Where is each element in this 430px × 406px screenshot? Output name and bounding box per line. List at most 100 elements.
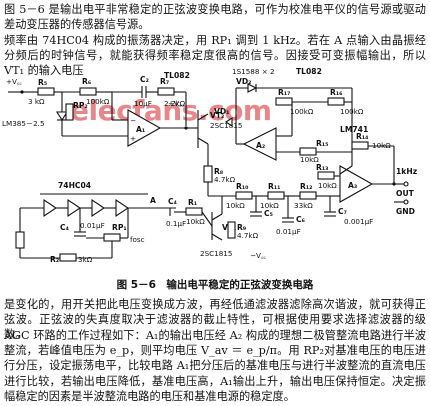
resistor-r1: [185, 207, 203, 216]
label-r15: R₁₅: [316, 139, 329, 148]
label-a1: A₁: [136, 125, 145, 134]
label-r16: R₁₆: [330, 88, 343, 97]
resistor-r8: [203, 165, 213, 183]
label-r14: R₁₄: [356, 132, 369, 141]
resistor-r14: [351, 141, 369, 150]
label-a2: A₂: [256, 141, 265, 150]
inverter-1: [43, 198, 57, 218]
label-r5: R₅: [38, 78, 47, 87]
label-r2: R₂: [50, 255, 59, 264]
resistor-r2: [59, 253, 77, 262]
label-tl082-b: TL082: [296, 67, 322, 76]
label-diode-type: 1S1588 × 2: [232, 67, 275, 76]
label-out: OUT: [396, 189, 415, 198]
label-c4-osc: C₄: [60, 223, 70, 232]
opamp-a3: [339, 165, 374, 203]
label-r2-value: 3kΩ: [78, 255, 93, 264]
label-r10-value: 10kΩ: [226, 201, 245, 210]
label-r3: 3 kΩ: [28, 97, 45, 106]
agc-paragraph: AGC 环路的工作过程如下：A₁的输出电压经 A₂ 构成的理想二极管整流电路进行…: [4, 329, 426, 403]
label-r1-value: 10kΩ: [186, 217, 205, 226]
label-c2: C₂: [140, 75, 149, 84]
label-vcc-mid: +V꜀꜀: [168, 99, 184, 108]
label-c7: C₇: [338, 207, 347, 216]
label-r1: R₁: [188, 198, 197, 207]
label-rp2: RP₂: [73, 101, 88, 110]
label-r12: R₁₂: [300, 182, 313, 191]
label-c5: C₅: [264, 209, 273, 218]
label-r10: R₁₀: [236, 182, 249, 191]
label-vt2-part: 2SC1815: [210, 121, 242, 130]
frequency-paragraph: 频率由 74HC04 构成的振荡器决定，用 RP₁ 调到 1 kHz。若在 A …: [4, 34, 426, 78]
label-r6: R₆: [82, 77, 91, 86]
resistor-r6: [79, 87, 97, 96]
label-c6: C₆: [296, 215, 305, 224]
label-c4: C₄: [168, 197, 178, 206]
inverter-2: [67, 198, 81, 218]
opamp-a1: [127, 109, 162, 147]
resistor-r15: [299, 147, 317, 156]
label-r8-value: 4.7kΩ: [214, 175, 236, 184]
label-vd2: VD₂: [236, 77, 252, 86]
label-r11-value: 10kΩ: [260, 201, 279, 210]
resistor-r17: [275, 97, 293, 106]
opamp-a2: [242, 127, 277, 161]
inverter-4: [115, 198, 129, 218]
watermark: elecfans.com: [70, 94, 272, 127]
label-r6-value: 100kΩ: [86, 97, 110, 106]
inverter-3: [91, 198, 105, 218]
resistor-r10: [235, 191, 253, 200]
label-r8: R₈: [214, 167, 223, 176]
label-c7-value: 0.001μF: [344, 217, 373, 226]
label-r17: R₁₇: [278, 88, 291, 97]
label-74hc04: 74HC04: [58, 181, 91, 190]
label-gnd: GND: [396, 207, 415, 216]
zener-lm385: [56, 111, 68, 122]
label-vt1-part: 2SC1815: [200, 249, 232, 258]
resistor-r9: [227, 221, 236, 239]
label-c4-osc-value: 0.01μF: [80, 221, 105, 230]
circuit-schematic: elecfans.com +V꜀꜀ R₅ 3 kΩ LM385－2.5 R₆ 1…: [2, 67, 418, 264]
diode-vd2: [247, 83, 258, 93]
label-vcc-left: +V꜀꜀: [6, 77, 22, 86]
potentiometer-rp1: [103, 233, 121, 242]
intro-paragraph: 图 5－6 是输出电平非常稳定的正弦波变换电路，可作为校准电平仪的信号源或驱动差…: [4, 3, 426, 32]
resistor-r16: [327, 97, 345, 106]
label-lm741: LM741: [340, 125, 368, 134]
resistor-r5: [37, 87, 55, 96]
resistor-r7: [157, 87, 175, 96]
label-c6-value: 0.01μF: [276, 227, 301, 236]
resistor-r2-left: [15, 231, 25, 249]
label-c4-value: 0.1μF: [166, 219, 186, 228]
label-r12-value: 33kΩ: [294, 201, 313, 210]
label-lm385: LM385－2.5: [2, 119, 45, 128]
label-r13: R₁₃: [316, 163, 329, 172]
label-vt2: VT₂: [210, 111, 224, 120]
label-r11: R₁₁: [268, 182, 281, 191]
label-c2-value: 10μF: [134, 99, 152, 108]
label-point-a: A: [150, 196, 156, 205]
resistor-r12: [299, 191, 317, 200]
label-r9-value: 4.7kΩ: [237, 231, 259, 240]
label-a3: A₃: [348, 181, 357, 190]
label-r17-value: 100kΩ: [290, 107, 314, 116]
label-r13-value: 10kΩ: [318, 181, 337, 190]
svg-text:−: −: [130, 116, 136, 125]
label-fosc: fosc: [130, 235, 145, 244]
label-tl082-a: TL082: [164, 71, 190, 80]
potentiometer-rp2: [65, 103, 74, 121]
resistor-r13: [317, 171, 335, 180]
label-vss: −V꜀꜀: [250, 251, 266, 260]
label-freq: 1kHz: [396, 167, 418, 176]
label-r9: R₉: [237, 223, 246, 232]
label-r7: R₇: [160, 77, 169, 86]
resistor-r11: [267, 191, 285, 200]
label-r15-value: 10kΩ: [300, 155, 319, 164]
label-vd1: VD₁: [214, 107, 230, 116]
conversion-paragraph: 是变化的，用开关把此电压变换成方波，再经低通滤波器滤除高次谐波，就可获得正弦波。…: [4, 298, 426, 342]
label-rp1: RP₁: [112, 223, 127, 232]
svg-text:+: +: [130, 134, 136, 143]
label-r7-value: 2.2kΩ: [164, 99, 186, 108]
figure-caption: 图 5－6 输出电平稳定的正弦波变换电路: [116, 279, 314, 291]
diode-vd1: [225, 116, 233, 128]
